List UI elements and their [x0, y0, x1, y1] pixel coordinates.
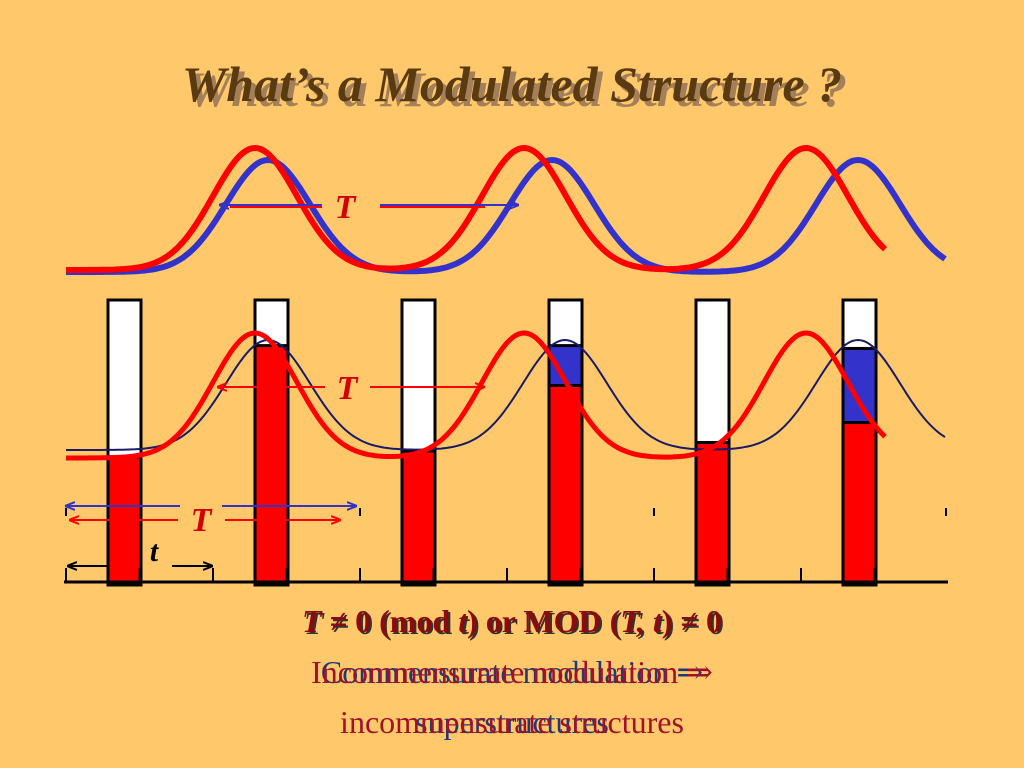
- lattice-period-arrow: t: [68, 535, 212, 568]
- incommensurate-line-2: incommensurate structures: [340, 704, 684, 740]
- condition-part-5: T, t: [620, 603, 662, 639]
- condition-part-2: ≠ 0 (mod: [321, 603, 459, 639]
- lower-period-label: T: [191, 502, 213, 539]
- atom-bar: [547, 298, 584, 587]
- atom-bar: [400, 298, 437, 587]
- atom-bar: [253, 298, 290, 587]
- commensurate-line-2: superstructures: [415, 704, 609, 740]
- lower-period-arrow: T: [66, 502, 356, 539]
- upper-blue-modulation-wave: [66, 156, 947, 275]
- condition-part-6: ) ≠ 0: [661, 603, 722, 639]
- atom-bar: [106, 298, 143, 587]
- bar-red-segment: [547, 384, 584, 587]
- middle-period-label: T: [337, 370, 359, 407]
- lower-red-modulation-wave: [66, 330, 887, 461]
- upper-period-label: T: [335, 189, 357, 226]
- condition-part-1: T: [302, 603, 322, 639]
- commensurate-caption: Commensurate modulation ⇒ superstructure…: [0, 656, 1024, 756]
- bar-red-segment: [841, 421, 878, 587]
- bar-red-segment: [694, 441, 731, 587]
- incommensurate-line-1: Incommensurate modulation ⇒: [311, 654, 713, 690]
- lattice-axis: [64, 508, 948, 584]
- modulation-condition: T ≠ 0 (mod t) or MOD (T, t) ≠ 0: [0, 603, 1024, 640]
- incommensurate-caption: Incommensurate modulation ⇒ incommensura…: [0, 656, 1024, 756]
- slide-title: What’s a Modulated Structure ?: [181, 56, 843, 112]
- bar-red-segment: [400, 449, 437, 587]
- condition-part-4: ) or MOD (: [467, 603, 621, 639]
- middle-period-arrow: T: [218, 370, 484, 407]
- bar-red-segment: [253, 344, 290, 587]
- lower-blue-modulation-wave: [66, 338, 946, 451]
- condition-part-3: t: [458, 603, 468, 639]
- upper-period-arrow: T: [220, 189, 518, 226]
- atom-bar: [841, 298, 878, 587]
- lattice-period-label: t: [150, 535, 160, 568]
- commensurate-line-1: Commensurate modulation ⇒: [320, 654, 704, 690]
